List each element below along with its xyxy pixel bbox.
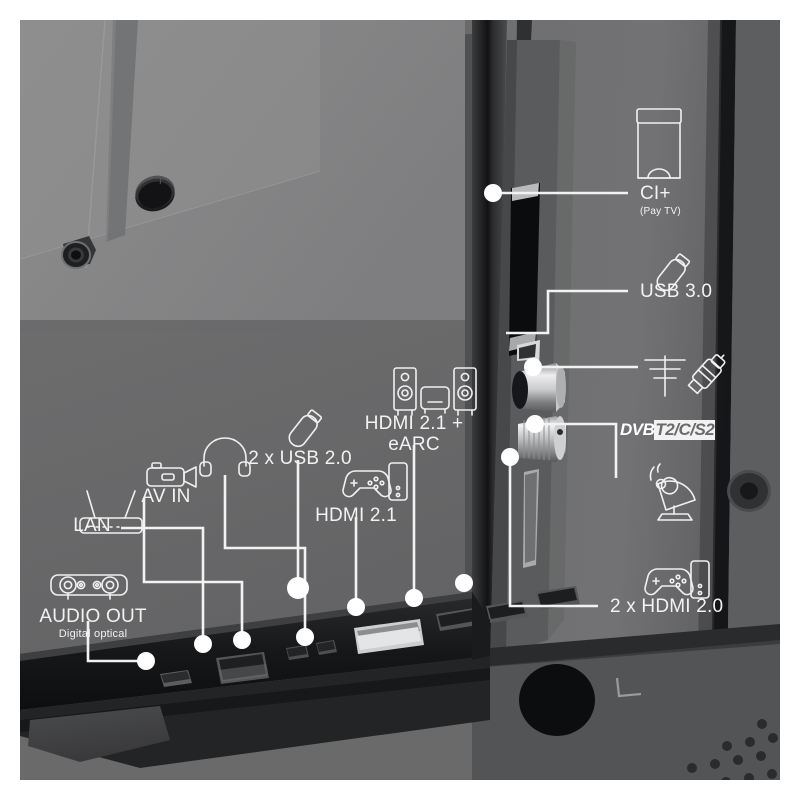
label-audio-out-sub: Digital optical (58, 628, 128, 640)
headphones-icon (198, 436, 252, 478)
label-audio-out: AUDIO OUT (39, 606, 147, 627)
gamepad-console-icon (338, 460, 410, 508)
tv-rear-illustration: DVB T2/C/S2 AUDIO OUT Digital optical LA… (20, 20, 780, 780)
satellite-dish-icon (638, 458, 712, 522)
label-av-in: AV IN (141, 486, 191, 507)
dvb-logo-text-dvb: DVB (620, 420, 655, 439)
label-hdmi-2-1-earc-2: eARC (388, 434, 440, 455)
label-hdmi-2-0: 2 x HDMI 2.0 (610, 596, 724, 617)
label-ci-plus-sub: (Pay TV) (640, 206, 681, 217)
dvb-logo: DVB T2/C/S2 (620, 418, 720, 442)
label-ci-plus: CI+ (640, 183, 671, 204)
usb-stick-icon-2 (650, 252, 692, 300)
router-icon (75, 488, 147, 538)
dvb-logo-text-variants: T2/C/S2 (654, 420, 716, 440)
camcorder-icon (138, 460, 200, 492)
ci-card-icon (631, 106, 687, 192)
label-lan: LAN (73, 515, 111, 536)
gamepad-console-icon-2 (640, 558, 712, 606)
label-hdmi-2-1-earc: HDMI 2.1 + (364, 413, 464, 434)
label-hdmi-2-1: HDMI 2.1 (315, 505, 397, 526)
usb-stick-icon (282, 408, 324, 456)
label-usb-3-0: USB 3.0 (640, 281, 713, 302)
audio-optical-icon (48, 570, 130, 602)
speakers-soundbar-icon (390, 365, 480, 419)
antenna-coax-icon (639, 348, 731, 402)
label-usb-2-0: 2 x USB 2.0 (248, 448, 352, 469)
